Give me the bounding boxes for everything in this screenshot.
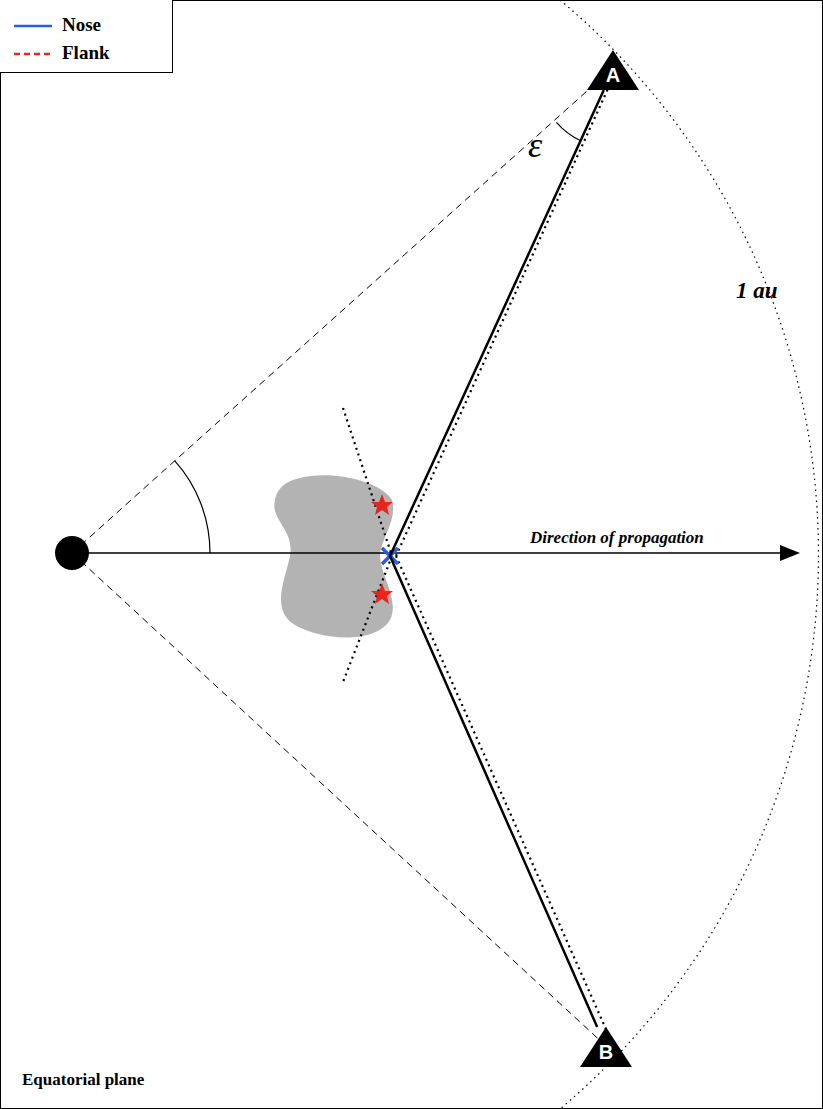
legend-text: Flank	[62, 42, 110, 64]
sight-dotted	[396, 82, 611, 556]
propagation-axis	[88, 552, 784, 554]
figure-label: Direction of propagation	[530, 528, 704, 548]
angle-arc	[175, 461, 210, 553]
legend-sample	[12, 46, 54, 62]
spacecraft-triangle: B	[580, 1027, 632, 1067]
flank-star	[371, 494, 393, 515]
spacecraft-label: B	[580, 1027, 632, 1064]
figure-label: 1 au	[736, 278, 778, 304]
orbit-arc	[560, 0, 818, 1109]
legend-sample	[12, 18, 54, 34]
legend-text: Nose	[62, 14, 101, 36]
epsilon-arc	[556, 122, 581, 141]
sun	[55, 536, 89, 570]
flank-star	[371, 583, 393, 604]
spacecraft-label: A	[587, 50, 639, 87]
cme-blob	[274, 475, 393, 637]
legend-box: NoseFlank	[0, 0, 173, 73]
tangent-line	[343, 408, 392, 682]
line-of-sight	[390, 90, 604, 1027]
figure-label: Equatorial plane	[22, 1070, 144, 1090]
sight-dotted	[396, 556, 609, 1036]
figure-label: ε	[528, 124, 542, 166]
spacecraft-triangle: A	[587, 50, 639, 90]
arrow-head	[780, 545, 800, 561]
